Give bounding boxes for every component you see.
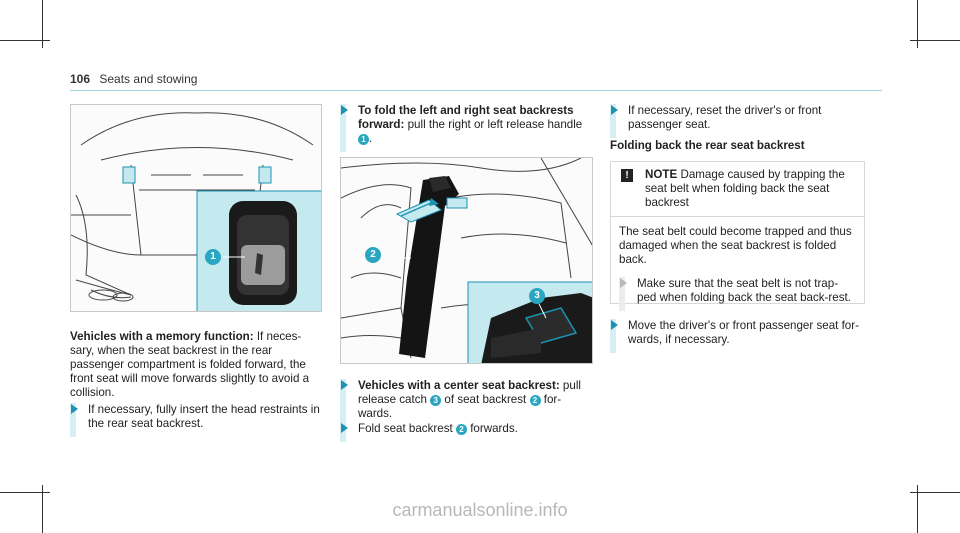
crop-mark bbox=[910, 40, 960, 41]
step-reset-seat: If necessary, reset the driver's or fron… bbox=[610, 104, 865, 138]
step-text: Make sure that the seat belt is not trap… bbox=[637, 277, 851, 304]
step-arrow-icon bbox=[71, 404, 78, 414]
callout-2: 2 bbox=[365, 247, 381, 263]
note-title: Damage caused by trapping the seat belt … bbox=[645, 168, 845, 209]
step-arrow-icon bbox=[611, 320, 618, 330]
step-arrow-icon bbox=[620, 278, 627, 288]
ref-callout-2: 2 bbox=[529, 395, 541, 406]
rear-trunk-illustration bbox=[71, 112, 321, 311]
step-move-seat-forwards: Move the driver's or front passenger sea… bbox=[610, 319, 865, 353]
step-bar bbox=[340, 104, 346, 152]
rear-seat-illustration bbox=[341, 158, 592, 363]
step-text: If necessary, fully insert the head rest… bbox=[88, 403, 320, 430]
figure-seat-backrest-release: 2 3 bbox=[340, 157, 593, 364]
step-bar bbox=[70, 403, 76, 437]
watermark: carmanualsonline.info bbox=[392, 500, 568, 520]
note-box: ! NOTE Damage caused by trapping the sea… bbox=[610, 161, 865, 311]
step-fold-backrests: To fold the left and right seat backrest… bbox=[340, 104, 593, 152]
note-body-text: The seat belt could become trapped and t… bbox=[619, 225, 852, 266]
ref-callout-1: 1 bbox=[358, 134, 369, 145]
crop-mark bbox=[0, 492, 50, 493]
crop-mark bbox=[42, 0, 43, 48]
step-text: forwards. bbox=[466, 422, 518, 435]
section-heading: Folding back the rear seat backrest bbox=[610, 139, 805, 152]
memory-function-label: Vehicles with a memory function: bbox=[70, 330, 254, 343]
step-fold-seat-backrest: Fold seat backrest 2 forwards. bbox=[340, 422, 593, 442]
step-text: for-wards. bbox=[358, 393, 562, 420]
step-arrow-icon bbox=[341, 105, 348, 115]
note-step: Make sure that the seat belt is not trap… bbox=[619, 277, 856, 311]
step-bar bbox=[610, 319, 616, 353]
step-arrow-icon bbox=[611, 105, 618, 115]
figure-rear-seat-headrest: 1 bbox=[70, 104, 322, 312]
step-bar bbox=[340, 379, 346, 427]
step-label: Vehicles with a center seat backrest: bbox=[358, 379, 560, 392]
step-text: Move the driver's or front passenger sea… bbox=[628, 319, 859, 346]
warning-icon: ! bbox=[621, 169, 633, 182]
step-text: of seat backrest bbox=[441, 393, 527, 406]
step-text: If necessary, reset the driver's or fron… bbox=[628, 104, 822, 131]
crop-mark bbox=[917, 0, 918, 48]
step-arrow-icon bbox=[341, 380, 348, 390]
section-title: Seats and stowing bbox=[99, 72, 198, 86]
memory-function-paragraph: Vehicles with a memory function: If nece… bbox=[70, 330, 320, 400]
crop-mark bbox=[0, 40, 50, 41]
step-arrow-icon bbox=[341, 423, 348, 433]
page-number: 106 bbox=[70, 72, 91, 86]
ref-callout-3: 3 bbox=[430, 395, 442, 406]
note-label: NOTE bbox=[645, 168, 678, 181]
note-header: ! NOTE Damage caused by trapping the sea… bbox=[611, 162, 864, 217]
crop-mark bbox=[42, 485, 43, 533]
step-center-backrest: Vehicles with a center seat backrest: pu… bbox=[340, 379, 593, 427]
ref-callout-2: 2 bbox=[455, 424, 467, 435]
header-rule bbox=[70, 90, 882, 91]
step-bar bbox=[619, 277, 625, 311]
note-body: The seat belt could become trapped and t… bbox=[611, 217, 864, 311]
memory-function-text: If neces-sary, when the seat backrest in… bbox=[70, 330, 310, 399]
step-text: pull the right or left release handle bbox=[404, 118, 583, 131]
crop-mark bbox=[917, 485, 918, 533]
step-label: To fold the left and right seat backrest… bbox=[358, 104, 574, 131]
callout-3: 3 bbox=[529, 288, 545, 304]
step-text: pull release catch bbox=[358, 379, 581, 406]
page-header: 106 Seats and stowing bbox=[70, 72, 197, 86]
step-bar bbox=[610, 104, 616, 138]
step-insert-head-restraints: If necessary, fully insert the head rest… bbox=[70, 403, 320, 437]
step-text: Fold seat backrest bbox=[358, 422, 453, 435]
callout-1: 1 bbox=[205, 249, 221, 265]
crop-mark bbox=[910, 492, 960, 493]
